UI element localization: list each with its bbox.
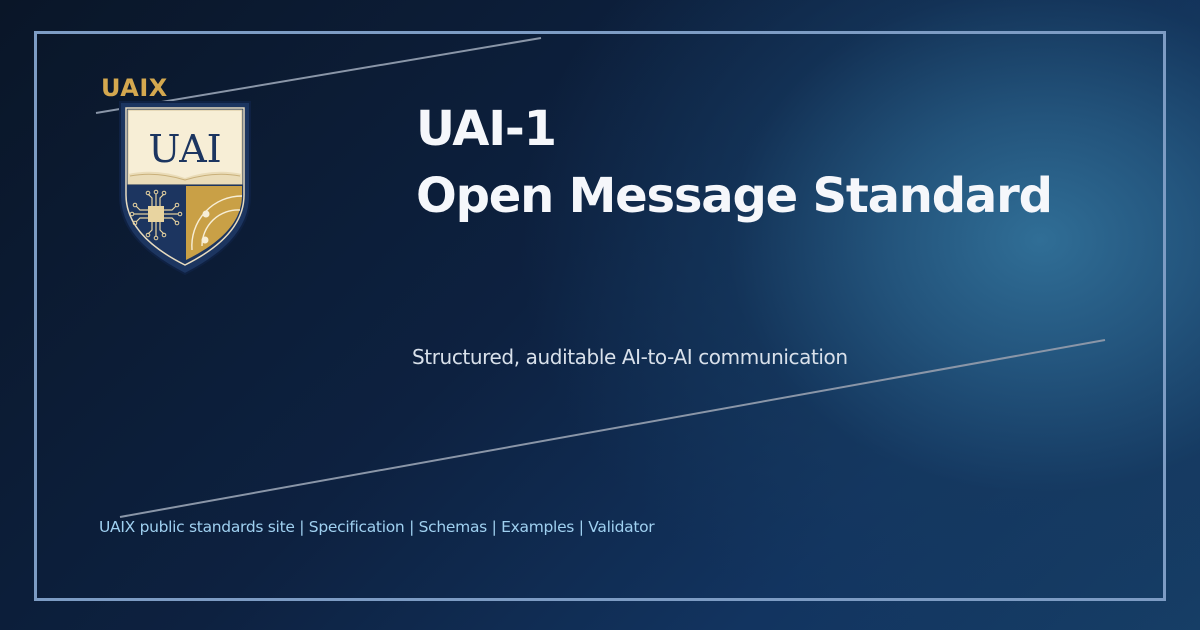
- page-title: UAI-1 Open Message Standard: [416, 96, 1053, 230]
- title-line-1: UAI-1: [416, 101, 557, 157]
- title-line-2: Open Message Standard: [416, 168, 1053, 224]
- uai-shield-logo-icon: UAI: [119, 101, 251, 276]
- separator: |: [409, 518, 414, 536]
- border-frame: [34, 31, 1166, 601]
- top-diagonal-line: [95, 37, 542, 114]
- separator: |: [578, 518, 584, 536]
- brand-wordmark: UAIX: [101, 74, 168, 102]
- separator: |: [299, 518, 305, 536]
- shield-text: UAI: [148, 127, 221, 171]
- footer-links: UAIX public standards site | Specificati…: [99, 518, 655, 536]
- separator: |: [491, 518, 497, 536]
- subtitle: Structured, auditable AI-to-AI communica…: [412, 345, 848, 369]
- footer-link-validator[interactable]: Validator: [588, 518, 655, 536]
- footer-link-specification[interactable]: Specification: [308, 518, 405, 536]
- bottom-diagonal-line: [119, 339, 1106, 518]
- footer-link-schemas[interactable]: Schemas: [418, 518, 488, 536]
- footer-link-examples[interactable]: Examples: [501, 518, 575, 536]
- footer-link-site[interactable]: UAIX public standards site: [99, 518, 295, 536]
